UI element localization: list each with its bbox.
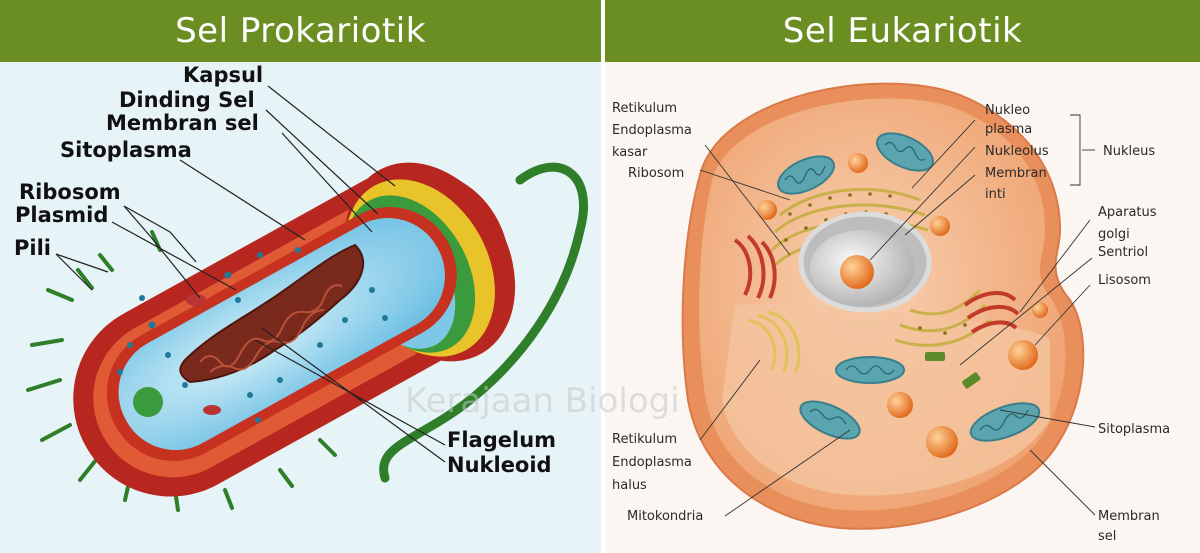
label-ribosom: Ribosom: [19, 180, 121, 204]
label-membran-inti-1: Membran: [985, 166, 1047, 181]
label-kapsul: Kapsul: [183, 63, 263, 87]
label-sentriol: Sentriol: [1098, 245, 1148, 260]
label-mitokondria: Mitokondria: [627, 509, 703, 524]
label-retikulum-halus-3: halus: [612, 478, 647, 493]
label-retikulum-halus-2: Endoplasma: [612, 455, 692, 470]
label-pili: Pili: [14, 236, 51, 260]
label-plasmid: Plasmid: [15, 203, 108, 227]
plasmid: [186, 294, 206, 306]
label-membran-inti-2: inti: [985, 187, 1006, 202]
label-retikulum-kasar-3: kasar: [612, 145, 648, 160]
storage-granule: [133, 387, 163, 417]
label-membran-sel-1: Membran: [1098, 509, 1160, 524]
label-nukleoplasma-2: plasma: [985, 122, 1032, 137]
watermark: Kerajaan Biologi: [405, 381, 680, 421]
label-retikulum-kasar-2: Endoplasma: [612, 123, 692, 138]
label-nukleoid: Nukleoid: [447, 453, 552, 477]
label-membran-sel-2: sel: [1098, 529, 1116, 544]
label-sitoplasma: Sitoplasma: [60, 138, 192, 162]
label-ribosom-eu: Ribosom: [628, 166, 684, 181]
label-nukleoplasma-1: Nukleo: [985, 103, 1030, 118]
label-aparatus-golgi-1: Aparatus: [1098, 205, 1157, 220]
nucleolus: [840, 255, 874, 289]
label-nukleolus: Nukleolus: [985, 144, 1049, 159]
label-lisosom: Lisosom: [1098, 273, 1151, 288]
label-retikulum-halus-1: Retikulum: [612, 432, 677, 447]
label-dinding-sel: Dinding Sel: [119, 88, 255, 112]
label-aparatus-golgi-2: golgi: [1098, 227, 1130, 242]
plasmid-2: [203, 405, 221, 415]
label-sitoplasma-eu: Sitoplasma: [1098, 422, 1170, 437]
label-membran-sel: Membran sel: [106, 111, 259, 135]
label-retikulum-kasar-1: Retikulum: [612, 101, 677, 116]
label-nukleus: Nukleus: [1103, 144, 1155, 159]
label-flagelum: Flagelum: [447, 428, 556, 452]
